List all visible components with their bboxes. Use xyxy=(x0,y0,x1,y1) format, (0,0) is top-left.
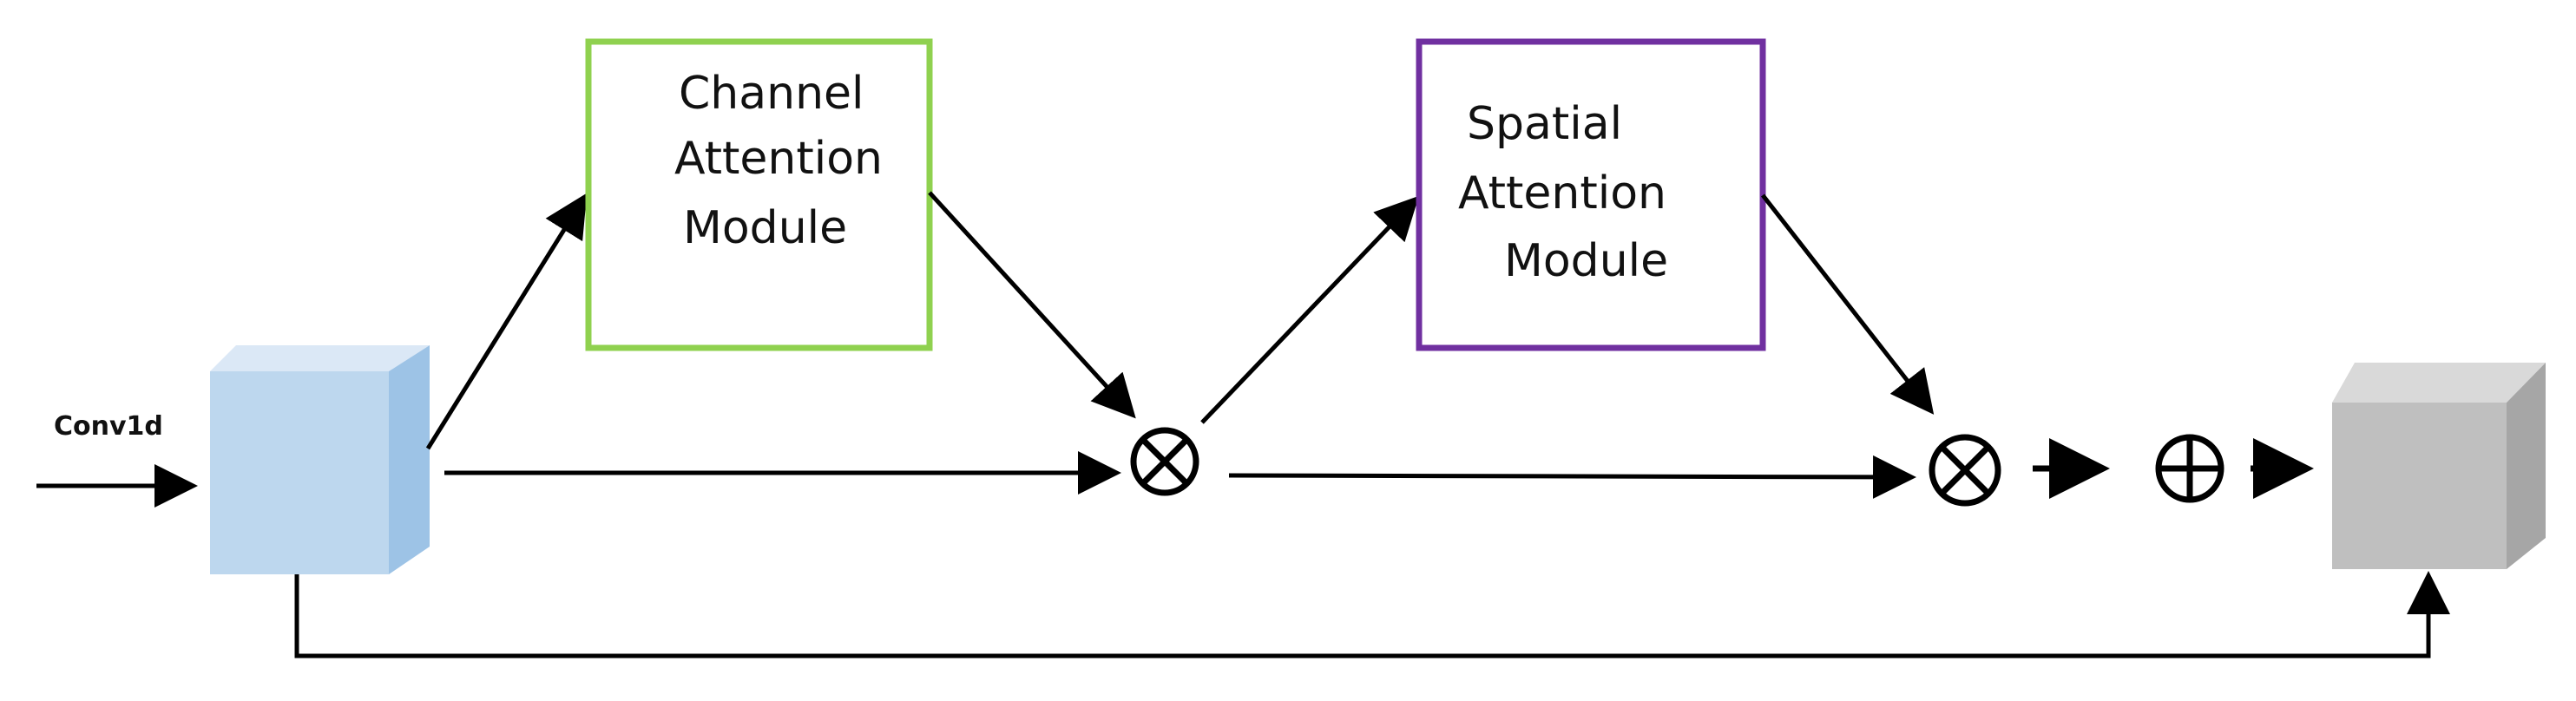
channel-attention-line-3: Module xyxy=(683,202,847,254)
spatial-attention-line-2: Attention xyxy=(1458,167,1666,219)
add-operator xyxy=(2155,434,2224,503)
output-cube-front xyxy=(2332,403,2507,569)
multiply-operator-2-stroke-b xyxy=(1939,444,1991,496)
channel-attention-box xyxy=(585,38,933,351)
input-cube-top xyxy=(210,345,430,371)
output-cube-top xyxy=(2332,363,2546,403)
input-cube-side xyxy=(389,345,430,574)
channel-attention-module: Channel Attention Module xyxy=(585,38,933,351)
arrow-to-spatial-attention xyxy=(1200,195,1419,424)
arrow-channel-to-multiply xyxy=(928,191,1136,419)
input-feature-cube xyxy=(210,345,430,574)
input-label: Conv1d xyxy=(54,411,163,442)
channel-attention-line-1: Channel xyxy=(679,68,864,120)
multiply-operator-1 xyxy=(1130,427,1199,496)
spatial-attention-line-3: Module xyxy=(1504,235,1668,287)
spatial-attention-line-1: Spatial xyxy=(1467,98,1622,150)
spatial-attention-box xyxy=(1416,38,1766,351)
arrow-to-channel-attention xyxy=(425,193,588,450)
channel-attention-line-2: Attention xyxy=(674,133,883,185)
residual-connection xyxy=(294,571,2450,658)
arrow-spatial-to-multiply xyxy=(1761,193,1935,415)
input-cube-front xyxy=(210,371,389,574)
multiply-operator-2 xyxy=(1929,434,2001,507)
multiply-operator-1-stroke-b xyxy=(1140,437,1189,486)
output-cube-side xyxy=(2507,363,2546,569)
spatial-attention-module: Spatial Attention Module xyxy=(1416,38,1766,351)
output-feature-cube xyxy=(2332,363,2546,569)
arrow-multiply-to-multiply xyxy=(1228,455,1916,499)
